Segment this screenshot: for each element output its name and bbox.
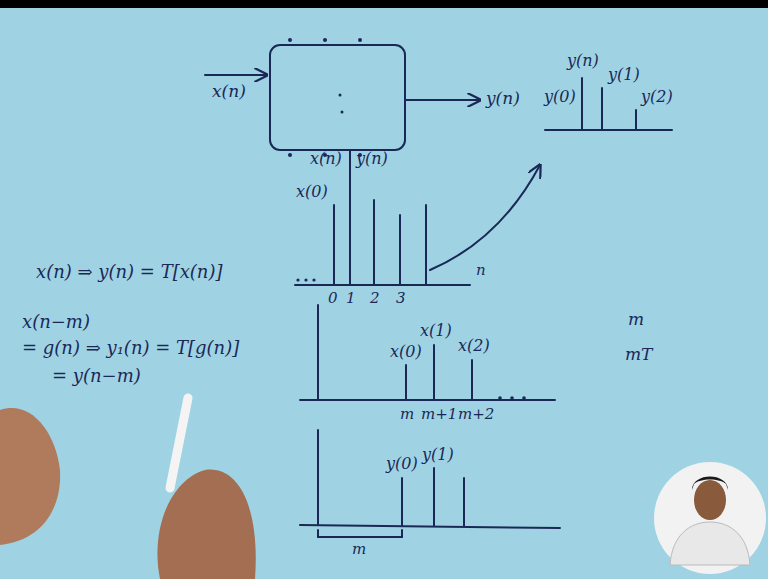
presenter-inset — [654, 462, 766, 574]
equation: = y(n−m) — [52, 366, 141, 387]
input-arrow — [205, 74, 267, 76]
bracket-label: m — [352, 541, 366, 558]
note: m — [628, 310, 644, 330]
curved-arrow — [430, 165, 540, 270]
plot-label: y(n) — [567, 52, 599, 70]
top-bar — [0, 0, 768, 8]
stem — [401, 478, 403, 525]
axis — [317, 305, 319, 400]
system-box — [270, 45, 405, 150]
stem — [373, 200, 375, 285]
stem — [333, 205, 335, 285]
tick-label: m+1 — [421, 406, 457, 423]
tick-label: m — [400, 406, 414, 423]
stem — [405, 365, 407, 400]
stem — [635, 110, 637, 130]
stem — [425, 205, 427, 285]
stem — [601, 88, 603, 130]
axis — [545, 129, 672, 131]
sample-label: y(2) — [641, 88, 673, 106]
equation: x(n−m) — [22, 312, 90, 333]
tick-label: 3 — [396, 290, 406, 307]
stem — [581, 78, 583, 130]
signal-label: x(n) — [212, 82, 246, 102]
plot-label: y(n) — [356, 150, 388, 168]
stem — [433, 468, 435, 526]
sample-label: y(0) — [544, 88, 576, 106]
axis — [295, 284, 470, 286]
shift-bracket — [318, 530, 402, 537]
sample-label: y(1) — [608, 66, 640, 84]
signal-label: y(n) — [486, 89, 520, 109]
sample-label: x(0) — [296, 183, 328, 201]
sample-label: x(0) — [390, 343, 422, 361]
stem — [349, 150, 351, 285]
hand — [0, 398, 256, 579]
tick-label: m+2 — [458, 406, 494, 423]
tick-label: 0 — [328, 290, 338, 307]
output-arrow — [406, 99, 480, 101]
axis — [300, 525, 560, 528]
tick-label: 2 — [370, 290, 380, 307]
stem — [433, 345, 435, 400]
sample-label: x(1) — [420, 322, 452, 340]
sample-label: y(0) — [386, 455, 418, 473]
axis — [317, 430, 319, 525]
equation: = g(n) ⇒ y₁(n) = T[g(n)] — [22, 338, 239, 359]
axis-label: n — [476, 262, 486, 279]
stem — [463, 478, 465, 526]
sample-label: x(2) — [458, 337, 490, 355]
axis — [300, 399, 555, 401]
stem — [399, 215, 401, 285]
stem — [471, 360, 473, 400]
tick-label: 1 — [346, 290, 356, 307]
plot-label: x(n) — [310, 150, 342, 168]
note: mT — [625, 345, 652, 365]
equation: x(n) ⇒ y(n) = T[x(n)] — [36, 262, 223, 283]
sample-label: y(1) — [422, 446, 454, 464]
